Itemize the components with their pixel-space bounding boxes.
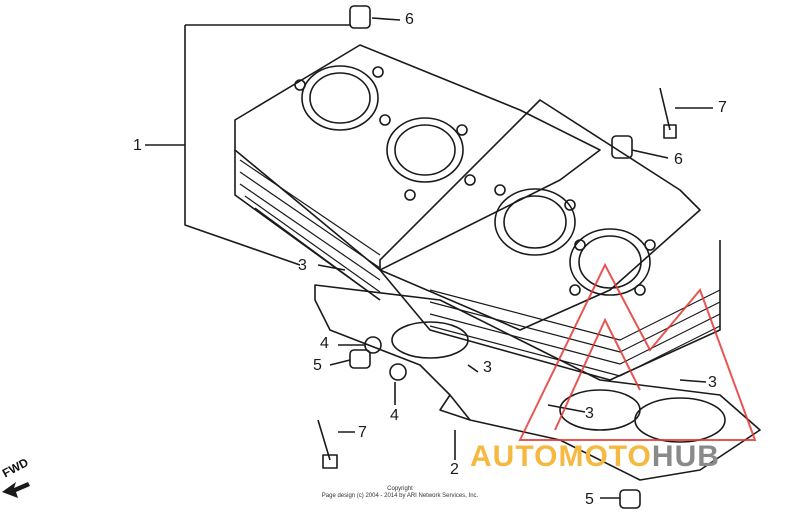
watermark-text-primary: AUTOMOTO	[470, 440, 652, 473]
bore-2	[386, 117, 464, 183]
callout-6: 6	[405, 11, 414, 28]
watermark-logo	[518, 262, 757, 441]
callout-4: 4	[320, 335, 329, 352]
oring-4b	[389, 363, 407, 381]
callout-2: 2	[450, 461, 459, 478]
callout-7: 7	[358, 424, 367, 441]
callout-4: 4	[390, 407, 399, 424]
bore-3	[494, 188, 576, 256]
bolt-7-top	[659, 87, 677, 139]
watermark-text: AUTOMOTOHUB	[470, 440, 720, 474]
cylinder-top-front	[379, 99, 701, 331]
copyright-notice: Copyright Page design (c) 2004 - 2014 by…	[300, 486, 500, 500]
cylinder-top-rear	[234, 44, 601, 271]
bore-1	[301, 65, 379, 131]
callout-7: 7	[718, 99, 727, 116]
watermark-text-secondary: HUB	[651, 440, 720, 473]
dowel-6-top	[349, 5, 371, 29]
callout-3: 3	[298, 257, 307, 274]
dowel-5b	[619, 489, 641, 509]
dowel-6-right	[611, 135, 633, 159]
callout-5: 5	[313, 357, 322, 374]
callout-1: 1	[133, 137, 142, 154]
copyright-line-1: Copyright	[387, 486, 413, 492]
callout-5: 5	[585, 491, 594, 508]
base-gasket	[314, 284, 761, 481]
bore-4	[569, 228, 651, 296]
copyright-line-2: Page design (c) 2004 - 2014 by ARI Netwo…	[321, 493, 479, 499]
callout-3: 3	[708, 374, 717, 391]
part-1-bracket	[184, 24, 350, 266]
callout-3: 3	[585, 405, 594, 422]
dowel-5a	[349, 349, 371, 369]
bolt-7-bottom	[317, 419, 338, 469]
callout-3: 3	[483, 359, 492, 376]
callout-6: 6	[674, 151, 683, 168]
